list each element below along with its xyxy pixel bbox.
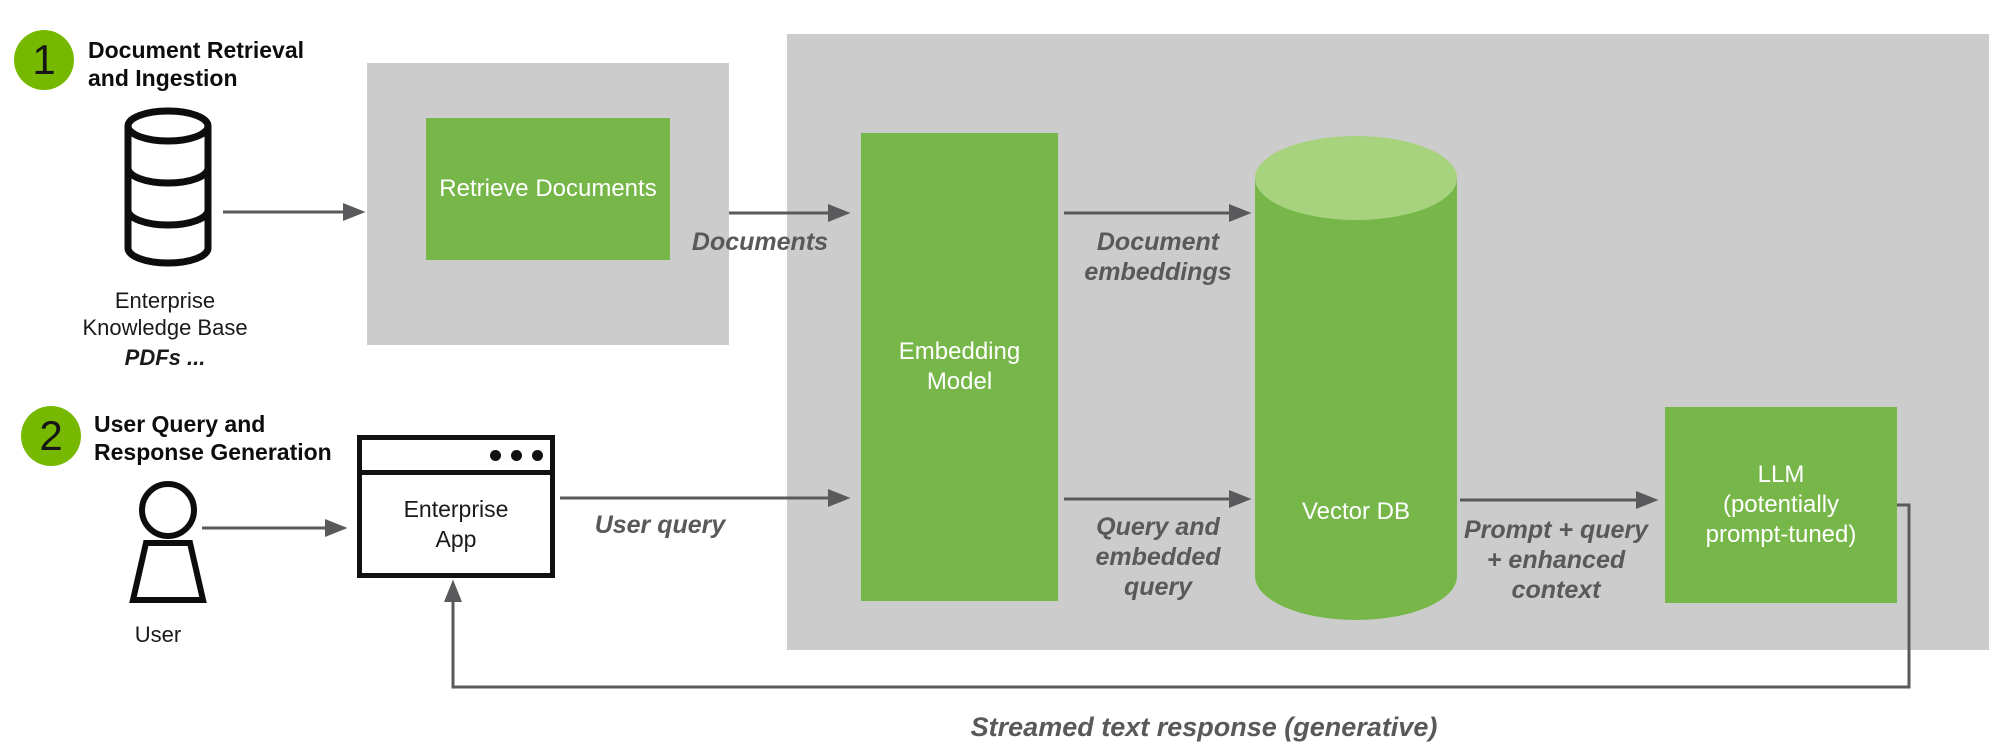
- edge-label-streamed-response: Streamed text response (generative): [970, 712, 1438, 742]
- embedding-model-line2: Model: [926, 368, 993, 395]
- retrieve-documents-node: Retrieve Documents: [426, 118, 670, 260]
- enterprise-app-line2: App: [435, 526, 477, 552]
- edge-label-query-embedded-line1: Query and: [1096, 513, 1220, 541]
- enterprise-app-node: Enterprise App: [357, 435, 555, 578]
- knowledge-base-line2: Knowledge Base: [82, 315, 248, 340]
- step-2-title-line2: Response Generation: [94, 439, 332, 465]
- step-2-number: 2: [39, 412, 63, 459]
- llm-line3: prompt-tuned): [1705, 521, 1857, 548]
- edge-label-prompt-context: Prompt + query + enhanced context: [1406, 515, 1706, 605]
- step-2-title: User Query and Response Generation: [94, 410, 332, 466]
- step-1-title-line2: and Ingestion: [88, 65, 238, 91]
- step-1-title: Document Retrieval and Ingestion: [88, 36, 304, 92]
- edge-label-query-embedded: Query and embedded query: [1008, 512, 1308, 602]
- step-2-badge: 2: [21, 406, 81, 466]
- edge-label-document-embeddings: Document embeddings: [1008, 227, 1308, 287]
- step-1-title-line1: Document Retrieval: [88, 37, 305, 63]
- llm-line2: (potentially: [1722, 491, 1840, 518]
- user-icon: [126, 478, 210, 613]
- step-1-number: 1: [32, 36, 56, 83]
- user-caption: User: [134, 622, 182, 647]
- knowledge-base-caption: Enterprise Knowledge Base PDFs ...: [40, 287, 290, 371]
- vector-db-cylinder-top: [1255, 136, 1457, 220]
- edge-label-query-embedded-line3: query: [1123, 573, 1193, 601]
- enterprise-app-titlebar: [362, 440, 550, 475]
- embedding-model-line1: Embedding: [898, 338, 1021, 365]
- edge-label-prompt-context-line2: + enhanced: [1486, 546, 1626, 574]
- edge-label-document-embeddings-line1: Document: [1096, 228, 1220, 256]
- window-dot-icon: [532, 450, 543, 461]
- edge-label-query-embedded-line2: embedded: [1095, 543, 1221, 571]
- edge-label-documents: Documents: [691, 228, 829, 256]
- edge-label-prompt-context-line1: Prompt + query: [1463, 516, 1649, 544]
- step-2-title-line1: User Query and: [94, 411, 266, 437]
- enterprise-app-line1: Enterprise: [403, 496, 509, 522]
- edge-label-prompt-context-line3: context: [1511, 576, 1601, 604]
- edge-label-user-query: User query: [594, 511, 726, 539]
- llm-line1: LLM: [1757, 461, 1805, 488]
- knowledge-base-line1: Enterprise: [114, 288, 216, 313]
- database-icon: [123, 107, 213, 272]
- step-1-badge: 1: [14, 30, 74, 90]
- window-dot-icon: [511, 450, 522, 461]
- retrieve-documents-label: Retrieve Documents: [439, 175, 657, 202]
- knowledge-base-line3: PDFs ...: [124, 345, 206, 370]
- window-dot-icon: [490, 450, 501, 461]
- edge-label-document-embeddings-line2: embeddings: [1084, 258, 1232, 286]
